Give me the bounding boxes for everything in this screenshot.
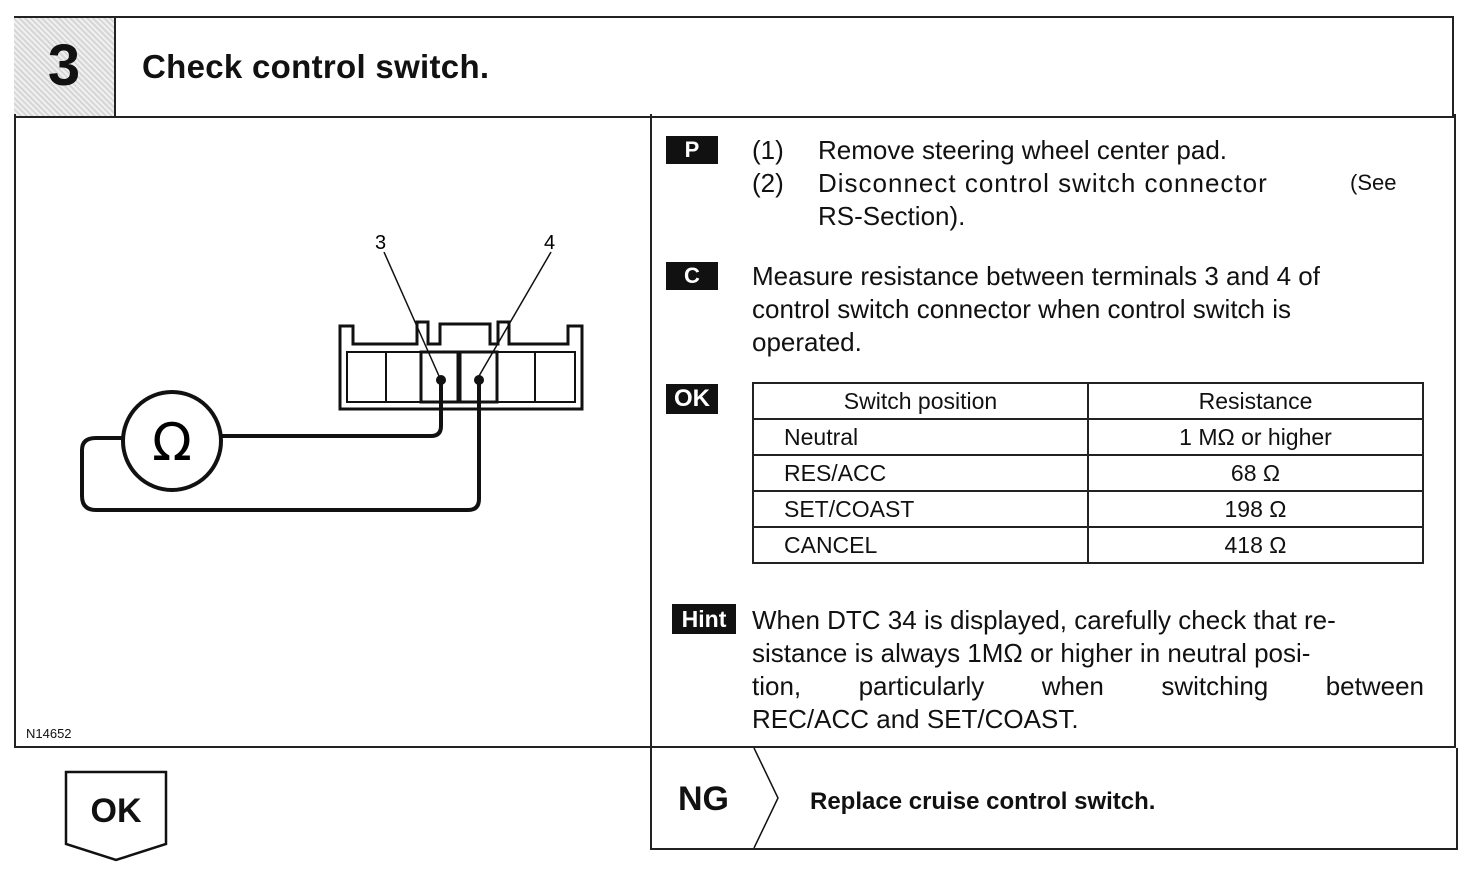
hint-line-3: tion, particularly when switching betwee… (752, 671, 1424, 701)
table-row: Neutral 1 MΩ or higher (752, 418, 1424, 456)
step-2-continued: RS-Section). (818, 201, 966, 231)
table-row: RES/ACC 68 Ω (752, 454, 1424, 492)
switch-position: SET/COAST (752, 490, 1089, 528)
hint-line-2: sistance is always 1MΩ or higher in neut… (752, 638, 1311, 668)
procedure-tag: P (666, 136, 718, 164)
resistance-value: 68 Ω (1087, 454, 1424, 492)
step-2-ref: (See (1350, 170, 1397, 195)
diagram-panel: 3 4 Ω N14652 (14, 114, 652, 748)
ng-result-box: NG Replace cruise control switch. (650, 748, 1458, 850)
instructions-panel: P (1) Remove steering wheel center pad. … (650, 114, 1456, 748)
table-row: SET/COAST 198 Ω (752, 490, 1424, 528)
table-row: CANCEL 418 Ω (752, 526, 1424, 564)
ohmmeter-icon (121, 390, 223, 492)
step-header: 3 Check control switch. (14, 16, 1454, 118)
hint-line-1: When DTC 34 is displayed, carefully chec… (752, 605, 1336, 635)
ok-spec-tag: OK (666, 384, 718, 414)
step-1-text: Remove steering wheel center pad. (818, 135, 1228, 165)
step-2-text: Disconnect control switch connector (818, 168, 1268, 198)
probe-wire-3 (222, 380, 443, 438)
switch-position: Neutral (752, 418, 1089, 456)
terminal-3-label: 3 (375, 232, 386, 254)
step-2-number: (2) (752, 168, 784, 198)
column-header-position: Switch position (752, 382, 1089, 420)
resistance-value: 1 MΩ or higher (1087, 418, 1424, 456)
ohm-symbol: Ω (152, 413, 192, 473)
column-header-resistance: Resistance (1087, 382, 1424, 420)
ok-result-box: OK (64, 770, 168, 862)
ok-result-label: OK (90, 792, 142, 830)
connector-housing (338, 320, 584, 411)
terminal-4-label: 4 (544, 232, 555, 254)
switch-position: RES/ACC (752, 454, 1089, 492)
step-number-box: 3 (14, 18, 116, 116)
probe-wire-4 (80, 380, 481, 512)
check-line-1: Measure resistance between terminals 3 a… (752, 261, 1320, 291)
table-header-row: Switch position Resistance (752, 382, 1424, 420)
chevron-right-icon (753, 748, 779, 848)
check-line-3: operated. (752, 327, 862, 357)
check-tag: C (666, 262, 718, 290)
hint-line-4: REC/ACC and SET/COAST. (752, 704, 1079, 734)
resistance-value: 418 Ω (1087, 526, 1424, 564)
ng-result-label: NG (678, 780, 729, 818)
switch-position: CANCEL (752, 526, 1089, 564)
resistance-spec-table: Switch position Resistance Neutral 1 MΩ … (752, 382, 1424, 564)
connector-diagram: 3 4 Ω (80, 232, 584, 512)
step-number: 3 (47, 33, 81, 98)
check-line-2: control switch connector when control sw… (752, 294, 1292, 324)
page-title: Check control switch. (142, 48, 490, 85)
step-1-number: (1) (752, 135, 784, 165)
resistance-value: 198 Ω (1087, 490, 1424, 528)
hint-tag: Hint (672, 604, 736, 634)
figure-id: N14652 (26, 726, 72, 741)
ng-action-text: Replace cruise control switch. (810, 788, 1156, 815)
down-arrow-icon (64, 770, 168, 862)
